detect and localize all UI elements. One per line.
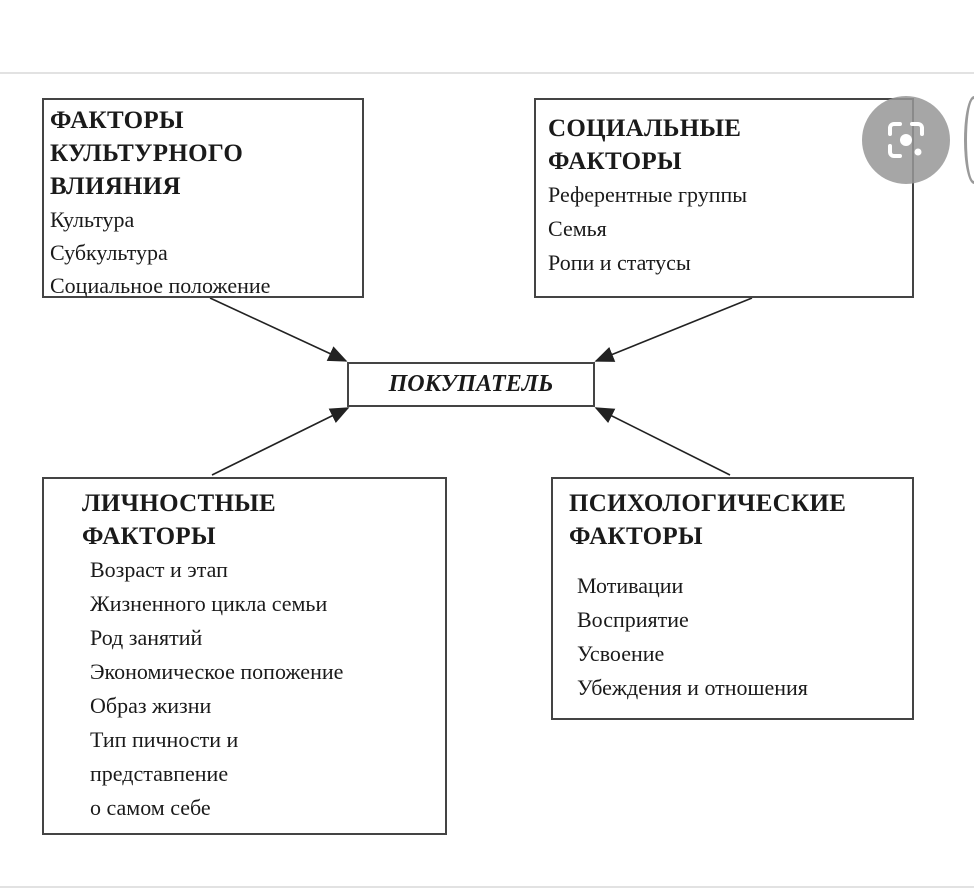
arrow-psychological bbox=[594, 407, 731, 476]
arrow-personal bbox=[211, 407, 350, 476]
box-item: Образ жизни bbox=[90, 693, 212, 718]
box-title: ФАКТОРЫ bbox=[569, 523, 703, 550]
arrow-social bbox=[594, 297, 753, 362]
bottom-divider bbox=[0, 886, 974, 888]
box-title: ВЛИЯНИЯ bbox=[50, 173, 181, 200]
box-item: Тип пичности и bbox=[90, 727, 239, 752]
box-item: Социальное положение bbox=[50, 273, 271, 298]
box-item: Восприятие bbox=[577, 607, 689, 632]
top-divider bbox=[0, 72, 974, 74]
personal-factors-box: ЛИЧНОСТНЫЕ ФАКТОРЫ Возраст и этап Жизнен… bbox=[42, 477, 447, 835]
box-item: Субкультура bbox=[50, 240, 168, 265]
box-item: Референтные группы bbox=[548, 182, 748, 207]
box-item: Род занятий bbox=[90, 625, 203, 650]
box-title: ЛИЧНОСТНЫЕ bbox=[82, 490, 277, 517]
social-factors-box: СОЦИАЛЬНЫЕ ФАКТОРЫ Референтные группы Се… bbox=[534, 98, 914, 298]
box-item: Семья bbox=[548, 216, 607, 241]
box-item: Мотивации bbox=[577, 573, 684, 598]
box-item: Возраст и этап bbox=[90, 557, 228, 582]
box-title: ПСИХОЛОГИЧЕСКИЕ bbox=[569, 490, 847, 517]
box-item: о самом себе bbox=[90, 795, 211, 820]
box-title: КУЛЬТУРНОГО bbox=[50, 140, 244, 167]
box-item: Убеждения и отношения bbox=[577, 675, 808, 700]
box-title: ФАКТОРЫ bbox=[82, 523, 216, 550]
box-item: Жизненного цикла семьи bbox=[90, 591, 328, 616]
box-item-list: Возраст и этап Жизненного цикла семьи Ро… bbox=[82, 553, 445, 825]
box-item: Экономическое попожение bbox=[90, 659, 344, 684]
box-item: Культура bbox=[50, 207, 135, 232]
box-item-list: Мотивации Восприятие Усвоение Убеждения … bbox=[569, 553, 912, 705]
box-title: ФАКТОРЫ bbox=[548, 148, 682, 175]
google-lens-icon bbox=[888, 122, 924, 158]
box-item: представпение bbox=[90, 761, 229, 786]
psychological-factors-box: ПСИХОЛОГИЧЕСКИЕ ФАКТОРЫ Мотивации Воспри… bbox=[551, 477, 914, 720]
box-item: Усвоение bbox=[577, 641, 665, 666]
box-title: СОЦИАЛЬНЫЕ bbox=[548, 115, 742, 142]
buyer-node: ПОКУПАТЕЛЬ bbox=[347, 362, 595, 407]
cultural-factors-box: ФАКТОРЫ КУЛЬТУРНОГО ВЛИЯНИЯ Культура Суб… bbox=[42, 98, 364, 298]
box-title: ФАКТОРЫ bbox=[50, 107, 184, 134]
google-lens-button[interactable] bbox=[862, 96, 950, 184]
arrow-cultural bbox=[209, 297, 348, 362]
box-item: Ропи и статусы bbox=[548, 250, 691, 275]
